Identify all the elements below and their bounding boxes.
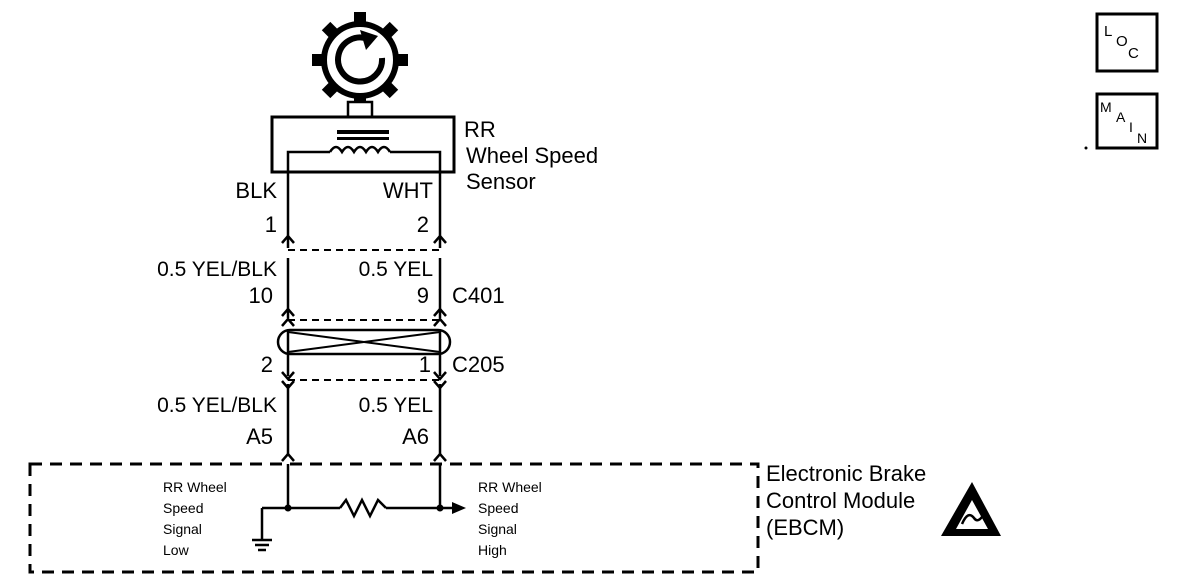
left-wire-color: BLK xyxy=(235,178,277,203)
left-pin-c205: 2 xyxy=(261,352,273,377)
tone-wheel-icon xyxy=(312,12,408,108)
esd-warning-icon xyxy=(941,482,1001,536)
left-signal-line1: RR Wheel xyxy=(163,479,227,495)
left-wire-label-2: 0.5 YEL/BLK xyxy=(157,394,277,417)
connector-sensor-pins xyxy=(281,234,447,244)
right-pin-c205: 1 xyxy=(419,352,431,377)
right-pin-ebcm: A6 xyxy=(402,424,429,449)
main-icon[interactable]: M A I N xyxy=(1095,92,1159,150)
module-name-line2: Control Module xyxy=(766,488,915,513)
svg-text:C: C xyxy=(1128,45,1139,62)
right-wire-color: WHT xyxy=(383,178,433,203)
svg-text:I: I xyxy=(1129,119,1133,135)
stray-dot xyxy=(1084,146,1088,150)
right-signal-line3: Signal xyxy=(478,521,517,537)
module-name-line3: (EBCM) xyxy=(766,515,844,540)
right-signal-line4: High xyxy=(478,542,507,558)
ground-icon xyxy=(252,538,272,552)
left-signal-line4: Low xyxy=(163,542,190,558)
left-wire-label-1: 0.5 YEL/BLK xyxy=(157,258,277,281)
sensor-name-line1: RR xyxy=(464,117,496,142)
right-pin-sensor: 2 xyxy=(417,212,429,237)
left-pin-ebcm: A5 xyxy=(246,424,273,449)
right-signal-line1: RR Wheel xyxy=(478,479,542,495)
ebcm-internal-circuit xyxy=(260,497,466,540)
right-wire-label-2: 0.5 YEL xyxy=(359,394,433,417)
svg-text:A: A xyxy=(1116,109,1126,125)
sensor-name-line2: Wheel Speed xyxy=(466,143,598,168)
sensor-name-line3: Sensor xyxy=(466,169,536,194)
loc-icon[interactable]: L O C xyxy=(1095,12,1159,73)
ebcm-module-box xyxy=(28,462,760,574)
module-name-line1: Electronic Brake xyxy=(766,461,926,486)
left-signal-line2: Speed xyxy=(163,500,203,516)
svg-text:N: N xyxy=(1137,130,1147,146)
right-signal-line2: Speed xyxy=(478,500,518,516)
connector-c401-label: C401 xyxy=(452,283,505,308)
left-pin-c401: 10 xyxy=(249,283,273,308)
connector-c205-label: C205 xyxy=(452,352,505,377)
connector-ebcm-pins xyxy=(281,452,447,462)
right-pin-c401: 9 xyxy=(417,283,429,308)
svg-text:O: O xyxy=(1116,33,1128,50)
connector-c205 xyxy=(281,371,447,390)
twisted-pair-icon xyxy=(276,328,452,356)
left-signal-line3: Signal xyxy=(163,521,202,537)
left-pin-sensor: 1 xyxy=(265,212,277,237)
connector-c401 xyxy=(281,307,447,327)
right-wire-label-1: 0.5 YEL xyxy=(359,258,433,281)
sensor-body xyxy=(270,115,456,174)
svg-text:M: M xyxy=(1100,99,1112,115)
svg-text:L: L xyxy=(1104,23,1112,40)
